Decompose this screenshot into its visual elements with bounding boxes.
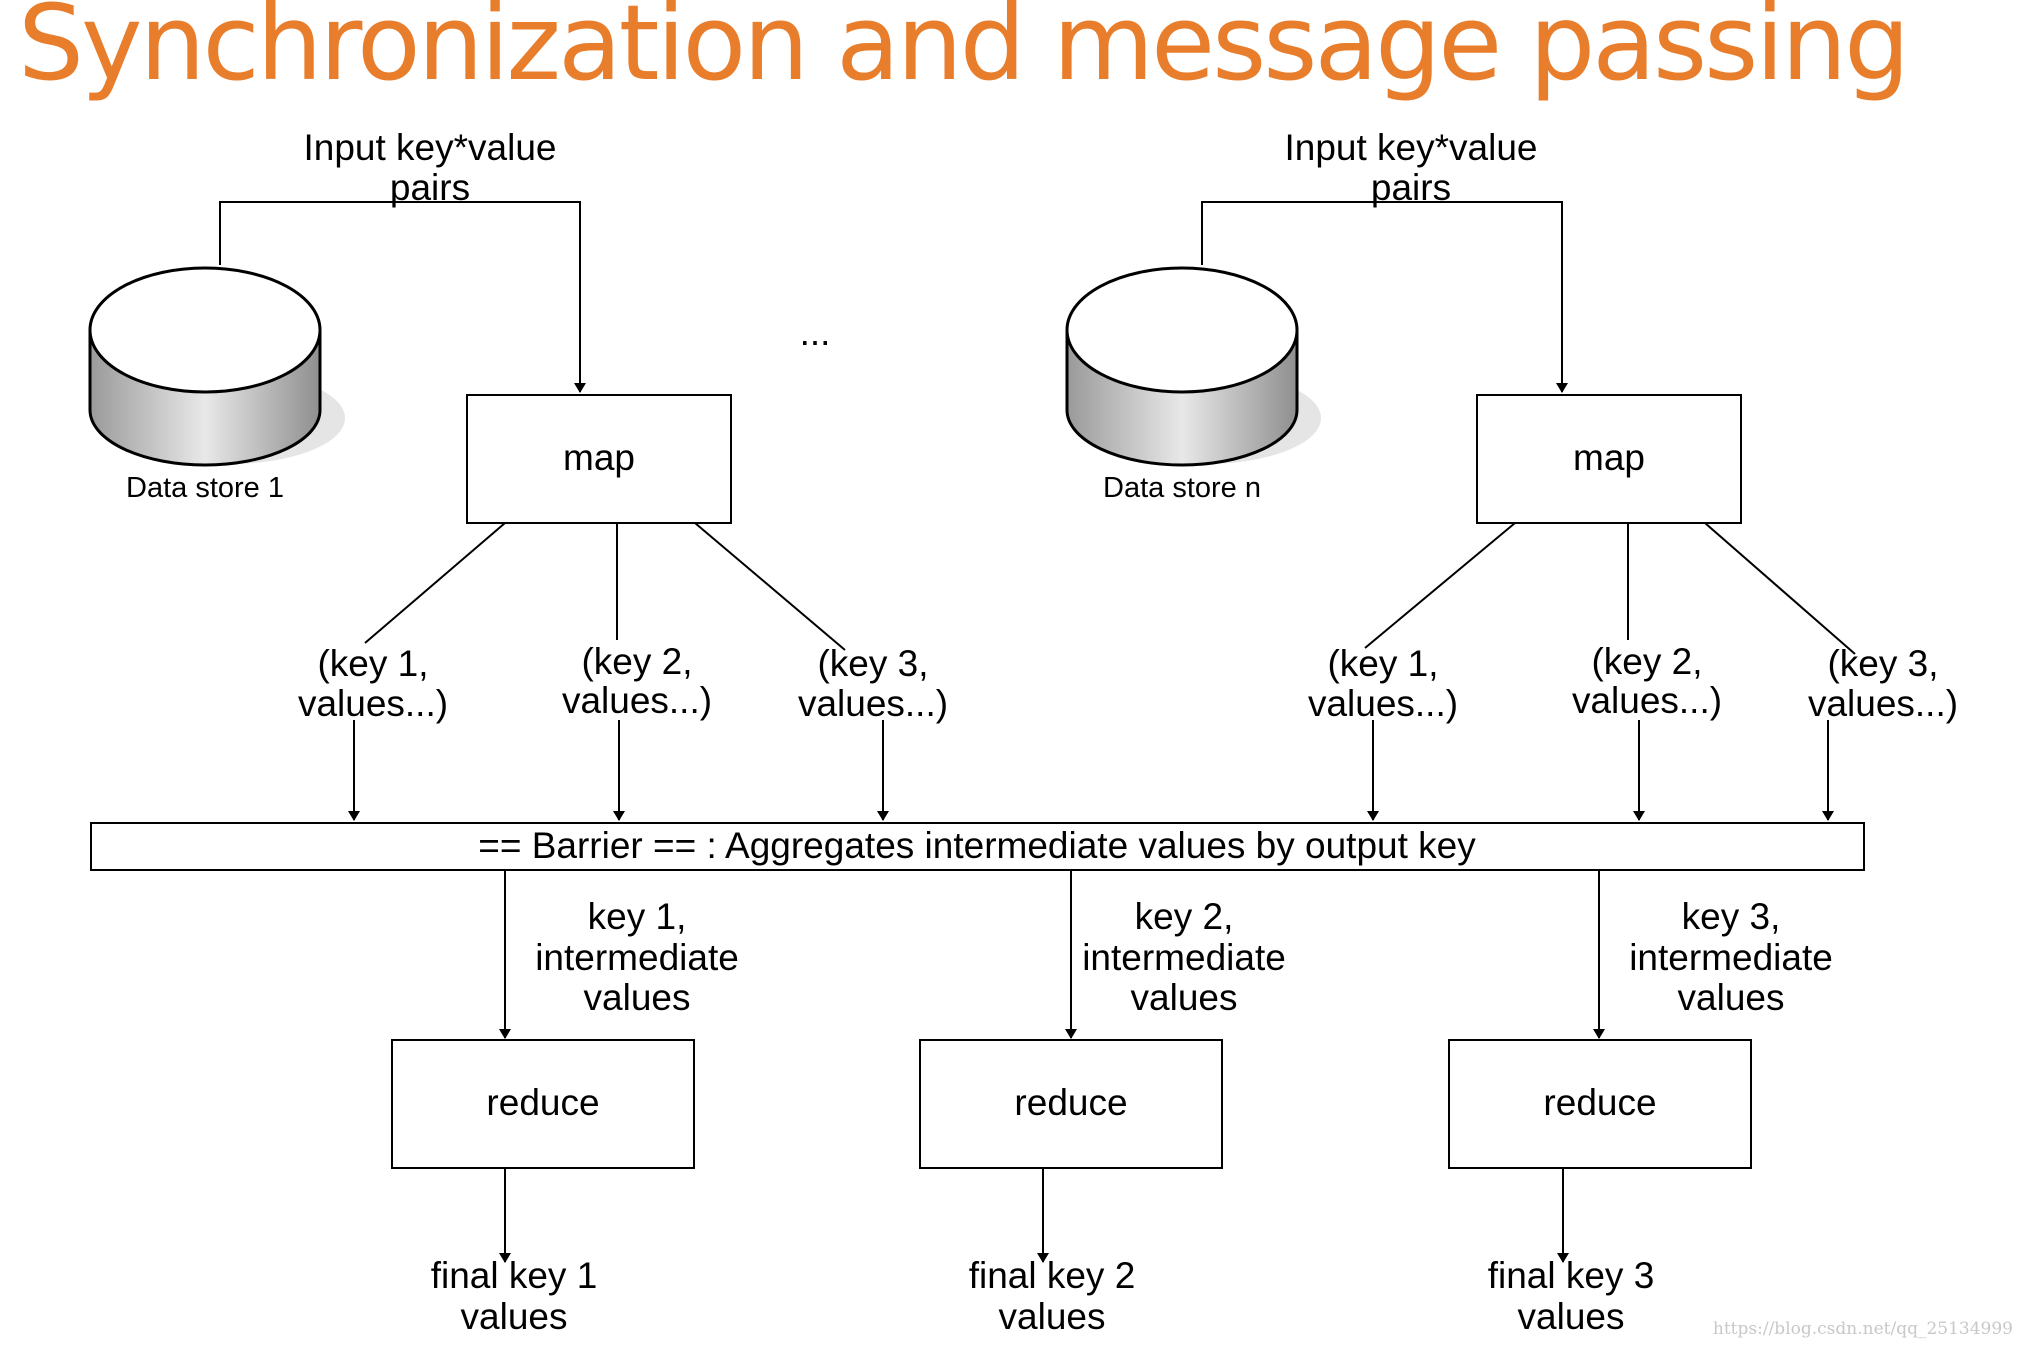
map-label-1: map [563, 437, 635, 478]
reduce-box-2 [919, 1039, 1223, 1169]
intermediate-text-2: intermediate [1082, 937, 1286, 978]
pair-values-3-right: values...) [1808, 683, 1958, 724]
pair-values-1-left: values...) [298, 683, 448, 724]
intermediate-values-1: values [584, 977, 691, 1018]
barrier-bar [90, 822, 1865, 871]
map-box-n [1476, 394, 1742, 524]
reduce-label-3: reduce [1543, 1082, 1656, 1123]
intermediate-key-2: key 2, [1135, 896, 1234, 937]
reduce-box-3 [1448, 1039, 1752, 1169]
pair-values-2-right: values...) [1572, 680, 1722, 721]
input-group-n: Input key*value pairs [1201, 127, 1568, 393]
data-store-n-label: Data store n [1103, 472, 1261, 504]
pair-key-3-right: (key 3, [1827, 643, 1938, 684]
pair-key-2-left: (key 2, [581, 641, 692, 682]
map-box-1 [466, 394, 732, 524]
final-values-1: values [461, 1296, 568, 1337]
final-values-2: values [999, 1296, 1106, 1337]
pair-key-3-left: (key 3, [817, 643, 928, 684]
intermediate-text-3: intermediate [1629, 937, 1833, 978]
pair-key-1-left: (key 1, [317, 643, 428, 684]
reduce-box-1 [391, 1039, 695, 1169]
data-store-1-icon [88, 266, 345, 467]
input-label-n: Input key*value [1284, 127, 1537, 168]
pair-key-1-right: (key 1, [1327, 643, 1438, 684]
reduce-label-1: reduce [486, 1082, 599, 1123]
input-label-1: Input key*value [303, 127, 556, 168]
pair-values-2-left: values...) [562, 680, 712, 721]
pair-key-2-right: (key 2, [1591, 641, 1702, 682]
final-key-1: final key 1 [431, 1255, 598, 1296]
final-key-3: final key 3 [1488, 1255, 1655, 1296]
input-connector-1 [219, 201, 586, 393]
intermediate-values-3: values [1678, 977, 1785, 1018]
intermediate-values-2: values [1131, 977, 1238, 1018]
slide-title: Synchronization and message passing [18, 0, 1910, 104]
data-store-n-icon [1065, 266, 1321, 467]
data-store-1-label: Data store 1 [126, 472, 284, 504]
intermediate-key-1: key 1, [588, 896, 687, 937]
barrier-label: == Barrier == : Aggregates intermediate … [478, 825, 1476, 866]
pair-values-3-left: values...) [798, 683, 948, 724]
final-key-2: final key 2 [969, 1255, 1136, 1296]
reduce-label-2: reduce [1014, 1082, 1127, 1123]
ellipsis: ... [800, 312, 831, 353]
pair-values-1-right: values...) [1308, 683, 1458, 724]
intermediate-key-3: key 3, [1682, 896, 1781, 937]
input-connector-n [1201, 201, 1568, 393]
intermediate-text-1: intermediate [535, 937, 739, 978]
final-values-3: values [1518, 1296, 1625, 1337]
map-label-n: map [1573, 437, 1645, 478]
input-group-1: Input key*value pairs [219, 127, 586, 393]
watermark: https://blog.csdn.net/qq_25134999 [1712, 1319, 2013, 1339]
